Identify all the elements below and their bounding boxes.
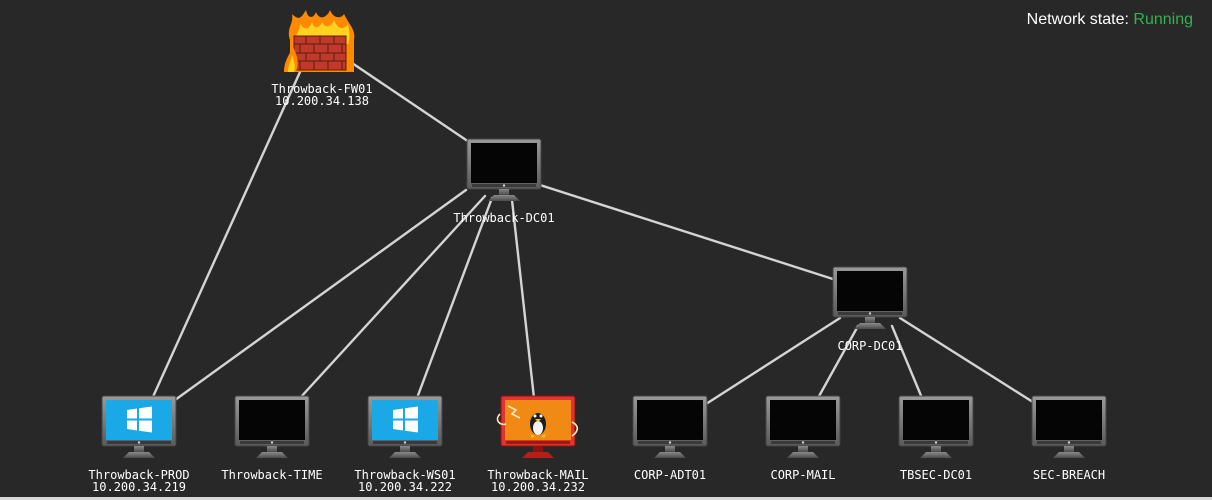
node-ip: 10.200.34.219 — [92, 480, 186, 494]
network-state-value: Running — [1133, 11, 1193, 28]
node-corp-adt01[interactable]: CORP-ADT01 — [632, 395, 708, 482]
node-name: CORP-DC01 — [837, 339, 902, 353]
linux-monitor-icon — [496, 395, 579, 458]
edge-fw01-prod — [150, 70, 302, 401]
node-ip: 10.200.34.232 — [491, 480, 585, 494]
monitor-icon — [765, 395, 841, 459]
node-name: TBSEC-DC01 — [900, 468, 972, 482]
bottom-border — [0, 497, 1212, 500]
monitor-icon — [1031, 395, 1107, 459]
node-corp-mail[interactable]: CORP-MAIL — [765, 395, 841, 482]
edge-dc01-ws01 — [415, 196, 494, 400]
monitor-icon — [632, 395, 708, 459]
node-tbsec-dc01[interactable]: TBSEC-DC01 — [898, 395, 974, 482]
node-throwback-fw01[interactable]: Throwback-FW01 10.200.34.138 — [271, 10, 373, 108]
monitor-icon — [832, 266, 908, 330]
network-state: Network state: Running — [1027, 11, 1193, 29]
edge-corpdc-adt01 — [704, 316, 842, 406]
monitor-icon — [234, 395, 310, 459]
node-name: CORP-ADT01 — [634, 468, 706, 482]
node-throwback-time[interactable]: Throwback-TIME — [221, 395, 323, 482]
node-name: Throwback-WS01 — [354, 468, 455, 482]
edge-dc01-corpdc — [538, 183, 838, 282]
node-name: Throwback-DC01 — [453, 211, 554, 225]
edge-corpdc-tbsec — [890, 324, 924, 400]
node-name: CORP-MAIL — [770, 468, 835, 482]
edge-corpdc-breach — [898, 316, 1038, 406]
monitor-icon — [898, 395, 974, 459]
windows-logo-icon — [372, 400, 438, 440]
node-throwback-ws01[interactable]: Throwback-WS01 10.200.34.222 — [354, 395, 456, 494]
firewall-icon — [284, 10, 355, 72]
node-throwback-mail[interactable]: Throwback-MAIL 10.200.34.232 — [487, 395, 589, 494]
edge-dc01-time — [298, 194, 487, 400]
node-name: SEC-BREACH — [1033, 468, 1105, 482]
node-ip: 10.200.34.138 — [275, 94, 369, 108]
monitor-icon — [466, 138, 542, 202]
edge-dc01-prod — [173, 188, 468, 402]
windows-logo-icon — [106, 400, 172, 440]
node-name: Throwback-PROD — [88, 468, 189, 482]
node-sec-breach[interactable]: SEC-BREACH — [1031, 395, 1107, 482]
node-throwback-dc01[interactable]: Throwback-DC01 — [453, 138, 555, 225]
edge-dc01-mail — [510, 198, 536, 400]
network-state-label: Network state: — [1026, 11, 1129, 28]
node-ip: 10.200.34.222 — [358, 480, 452, 494]
node-name: Throwback-FW01 — [271, 82, 372, 96]
node-name: Throwback-MAIL — [487, 468, 588, 482]
edges — [150, 61, 1038, 406]
node-corp-dc01[interactable]: CORP-DC01 — [832, 266, 908, 353]
edge-fw01-dc01 — [350, 61, 477, 148]
node-name: Throwback-TIME — [221, 468, 322, 482]
edge-corpdc-cmail — [816, 324, 860, 400]
node-throwback-prod[interactable]: Throwback-PROD 10.200.34.219 — [88, 395, 190, 494]
